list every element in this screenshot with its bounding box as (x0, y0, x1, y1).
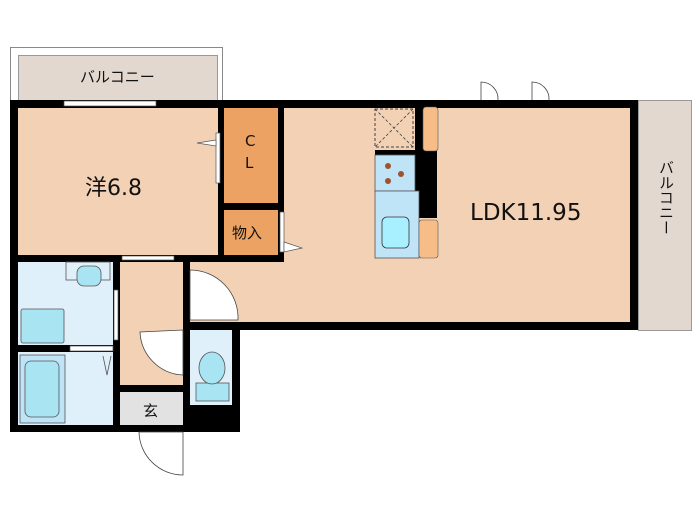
counter (422, 106, 439, 152)
closet (224, 108, 278, 203)
toilet-bowl (198, 351, 226, 385)
washbasin-bowl (76, 265, 102, 287)
closet-label: CL (245, 132, 256, 172)
counter (418, 219, 439, 259)
storage-door-arrow (283, 241, 304, 253)
sink (381, 216, 410, 249)
entrance (120, 392, 183, 425)
stove (374, 154, 416, 192)
wall (278, 100, 284, 262)
balcony-right (638, 100, 692, 331)
wall (630, 100, 638, 330)
ldk (284, 108, 630, 322)
toilet-tank (195, 382, 230, 402)
balcony-top (18, 55, 218, 101)
wall (10, 100, 638, 108)
burner (385, 178, 391, 184)
sliding-door-washroom (113, 289, 119, 341)
wall (218, 100, 224, 262)
entrance-label: 玄 (143, 402, 159, 420)
range-hood-cross (374, 108, 414, 148)
wall (18, 345, 113, 352)
window-hall (121, 255, 175, 261)
kitchen-wall (375, 150, 437, 155)
ldk-window-door (480, 81, 499, 101)
bath-door-arrow (102, 355, 112, 376)
wall (232, 322, 240, 432)
burner (398, 171, 404, 177)
western-room (18, 108, 218, 255)
wall (120, 385, 183, 392)
window-top (63, 100, 157, 107)
western-room-label: 洋6.8 (85, 176, 142, 201)
toilet-door-swing (139, 329, 184, 376)
ldk-window-door (531, 81, 550, 101)
sliding-door-bath (69, 345, 114, 352)
ldk-door-swing (189, 269, 239, 321)
ldk-label: LDK11.95 (470, 200, 582, 226)
wall (224, 203, 278, 210)
range-hood (374, 108, 414, 148)
wall (183, 262, 190, 432)
balcony-top-label: バルコニー (80, 68, 155, 86)
burner (385, 163, 391, 169)
balcony-right-label: バルコニー (657, 160, 675, 235)
wall (183, 322, 638, 330)
wall (10, 100, 18, 432)
storage (224, 210, 278, 255)
entrance-door-swing (138, 431, 184, 476)
balcony-top-frame (10, 47, 223, 103)
closet-door (215, 132, 221, 184)
storage-label: 物入 (232, 224, 263, 242)
bathtub-inner (24, 360, 60, 418)
wall (10, 425, 240, 432)
washing-machine (20, 308, 65, 344)
closet-door-arrow (196, 139, 217, 147)
wall (190, 405, 232, 432)
storage-door (279, 211, 285, 253)
wall (113, 255, 120, 432)
